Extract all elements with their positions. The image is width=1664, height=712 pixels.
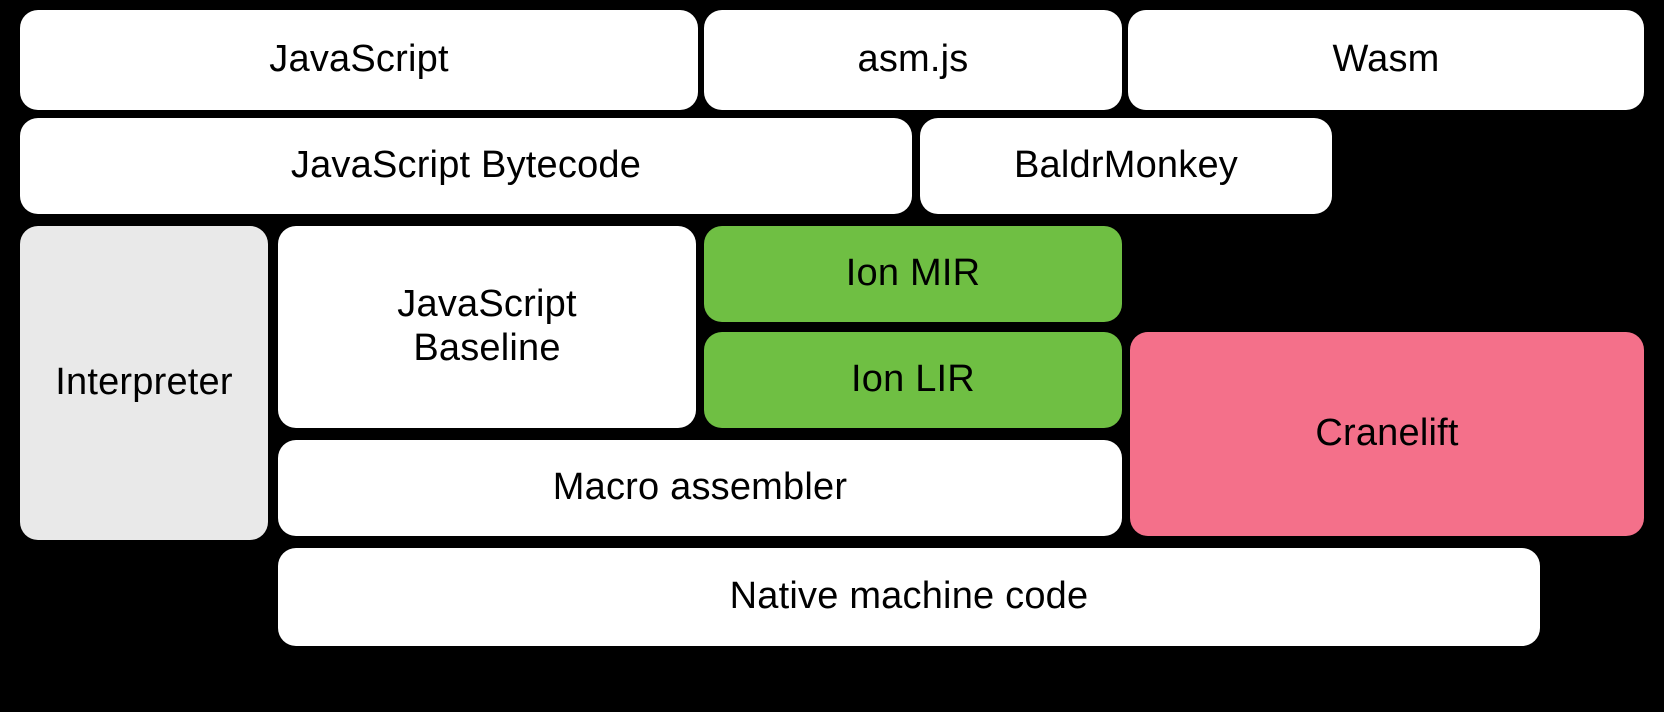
node-wasm: Wasm [1128,10,1644,110]
node-javascript: JavaScript [20,10,698,110]
node-ion-mir: Ion MIR [704,226,1122,322]
node-baldrmonkey: BaldrMonkey [920,118,1332,214]
node-asm-js: asm.js [704,10,1122,110]
node-javascript-baseline: JavaScript Baseline [278,226,696,428]
node-native-machine-code: Native machine code [278,548,1540,646]
node-cranelift: Cranelift [1130,332,1644,536]
node-ion-lir: Ion LIR [704,332,1122,428]
node-macro-assembler: Macro assembler [278,440,1122,536]
node-interpreter: Interpreter [20,226,268,540]
node-javascript-bytecode: JavaScript Bytecode [20,118,912,214]
